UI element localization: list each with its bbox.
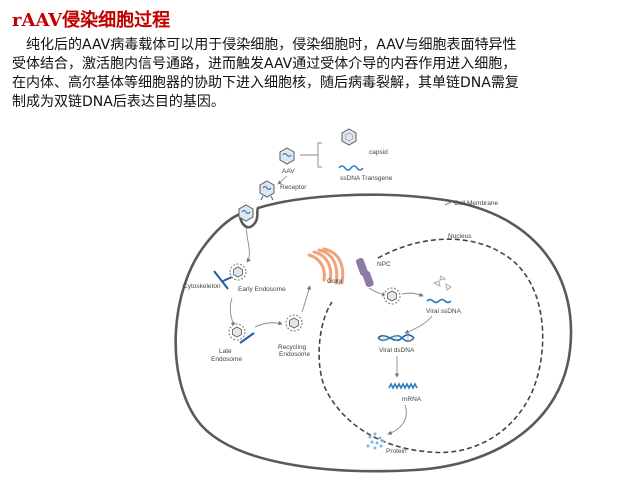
aav-receptor-bound-icon <box>259 180 275 198</box>
nucleus-border <box>318 238 544 454</box>
paragraph-line: 在内体、高尔基体等细胞器的协助下进入细胞核，随后病毒裂解，其单链DNA需复 <box>12 75 519 91</box>
viral-ssdna-icon <box>426 298 452 304</box>
paragraph-line: 制成为双链DNA后表达目的基因。 <box>12 94 225 110</box>
label-recycling-endosome-2: Endosome <box>279 351 310 358</box>
label-protein: Protein <box>386 448 407 455</box>
label-ssdna-transgene: ssDNA Transgene <box>340 175 393 182</box>
label-viral-ssdna: Viral ssDNA <box>426 308 462 315</box>
label-capsid: capsid <box>369 149 388 156</box>
npc-icon <box>356 258 374 288</box>
golgi-icon <box>307 247 345 285</box>
mrna-wave-icon <box>388 382 418 390</box>
aav-capsid-icon <box>341 128 357 146</box>
cytoskeleton-icon <box>213 270 229 290</box>
protein-dots-icon <box>366 432 385 450</box>
label-golgi: Golgi <box>327 278 342 285</box>
intro-paragraph: 纯化后的AAV病毒载体可以用于侵染细胞，侵染细胞时，AAV与细胞表面特异性 受体… <box>12 36 624 112</box>
dna-strand-icon <box>338 165 364 171</box>
double-helix-icon <box>377 334 415 342</box>
nuclear-aav-icon <box>383 287 401 305</box>
aav-particle-icon <box>279 147 295 165</box>
label-late-endosome-1: Late <box>219 348 232 355</box>
early-endosome-icon <box>229 263 247 281</box>
paragraph-line: 纯化后的AAV病毒载体可以用于侵染细胞，侵染细胞时，AAV与细胞表面特异性 <box>26 37 517 53</box>
capsid-fragments-icon <box>432 275 452 291</box>
label-early-endosome: Early Endosome <box>238 286 286 293</box>
label-receptor: Receptor <box>280 184 307 191</box>
label-cell-membrane: Cell Membrane <box>454 200 498 207</box>
label-nucleus: Nucleus <box>448 233 472 240</box>
label-recycling-endosome-1: Recycling <box>278 344 307 351</box>
recycling-endosome-icon <box>285 314 303 332</box>
label-mrna: mRNA <box>402 396 422 403</box>
paragraph-line: 受体结合，激活胞内信号通路，进而触发AAV通过受体介导的内吞作用进入细胞， <box>12 56 517 72</box>
label-late-endosome-2: Endosome <box>211 356 242 363</box>
label-viral-dsdna: Viral dsDNA <box>379 347 415 354</box>
label-aav: AAV <box>282 168 295 175</box>
aav-endocytosis-icon <box>238 204 254 222</box>
label-cytoskeleton: Cytoskeleton <box>183 283 221 290</box>
page-title: rAAV侵染细胞过程 <box>12 10 171 31</box>
late-endosome-icon <box>228 323 246 341</box>
label-npc: NPC <box>377 261 391 268</box>
